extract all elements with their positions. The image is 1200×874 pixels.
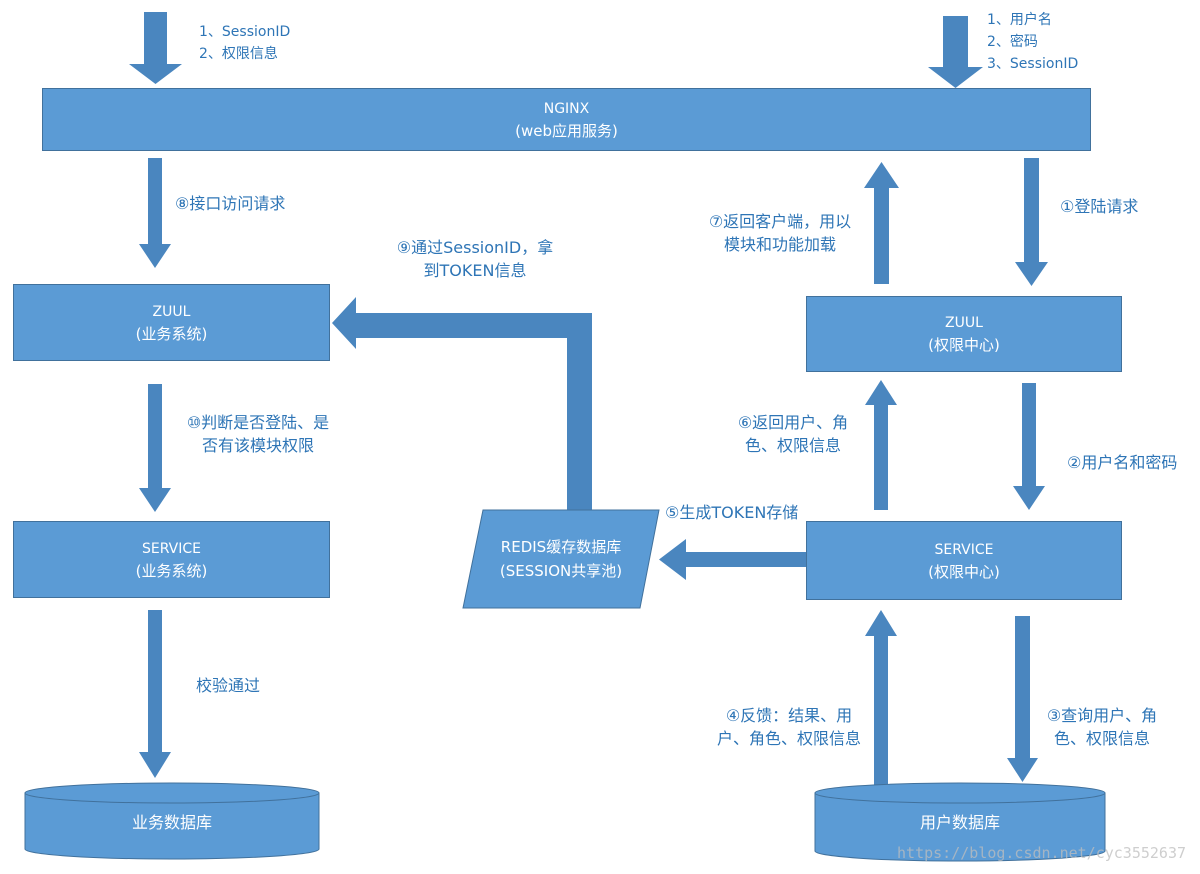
redis-subtitle: (SESSION共享池) [499,562,623,580]
arrow-verify [139,610,171,778]
redis-title: REDIS缓存数据库 [500,538,622,556]
user-db-label: 用户数据库 [919,813,1000,832]
left-input-label: 1、SessionID 2、权限信息 [199,21,290,65]
arrow-step5 [659,539,806,580]
arrow-step9 [332,297,592,510]
service-biz-title: SERVICE [141,540,202,557]
step1-label: ①登陆请求 [1060,197,1139,216]
zuul-auth-node: ZUUL (权限中心) [806,296,1122,372]
right-input-line3: 3、SessionID [987,56,1079,72]
step9-line2: 到TOKEN信息 [423,261,527,280]
service-auth-subtitle: (权限中心) [928,562,1000,581]
arrow-step4 [865,610,897,786]
step10-label: ⑩判断是否登陆、是 否有该模块权限 [168,411,348,457]
step7-label: ⑦返回客户端，用以 模块和功能加载 [697,210,863,256]
step6-label: ⑥返回用户、角 色、权限信息 [726,411,860,457]
zuul-biz-title: ZUUL [152,303,191,320]
step9-line1: ⑨通过SessionID，拿 [396,238,554,257]
step7-line1: ⑦返回客户端，用以 [708,212,852,231]
arrow-step7 [864,162,899,284]
service-biz-node: SERVICE (业务系统) [13,521,330,598]
arrow-step1 [1015,158,1048,286]
arrow-step10 [139,384,171,512]
step9-label: ⑨通过SessionID，拿 到TOKEN信息 [388,236,562,282]
arrow-left-input [129,12,182,84]
redis-node-text: REDIS缓存数据库 (SESSION共享池) [483,535,639,583]
step7-line2: 模块和功能加载 [723,235,836,254]
zuul-biz-node: ZUUL (业务系统) [13,284,330,361]
service-auth-title: SERVICE [934,541,994,558]
step3-label: ③查询用户、角 色、权限信息 [1036,704,1168,750]
redis-shape [462,509,660,609]
nginx-subtitle: (web应用服务) [515,121,618,140]
zuul-auth-subtitle: (权限中心) [928,336,1000,354]
step10-line1: ⑩判断是否登陆、是 [186,413,330,432]
left-input-line2: 2、权限信息 [199,46,278,62]
step3-line2: 色、权限信息 [1053,729,1150,748]
nginx-node: NGINX (web应用服务) [42,88,1091,151]
nginx-title: NGINX [543,100,590,117]
user-db-cylinder [814,782,1106,862]
service-biz-subtitle: (业务系统) [135,561,208,580]
step5-label: ⑤生成TOKEN存储 [665,503,799,522]
service-auth-node: SERVICE (权限中心) [806,521,1122,600]
step2-label: ②用户名和密码 [1067,453,1178,472]
step4-line1: ④反馈：结果、用 [725,706,853,725]
arrow-step3 [1007,616,1038,782]
watermark: https://blog.csdn.net/cyc3552637 [897,844,1186,862]
verify-label: 校验通过 [196,676,261,695]
arrow-step2 [1013,383,1045,510]
biz-db-cylinder [24,782,320,860]
right-input-line2: 2、密码 [987,34,1038,50]
right-input-line1: 1、用户名 [987,12,1052,28]
step10-line2: 否有该模块权限 [201,436,314,455]
step8-label: ⑧接口访问请求 [175,194,286,213]
step6-line2: 色、权限信息 [744,436,841,455]
left-input-line1: 1、SessionID [199,24,291,40]
zuul-auth-title: ZUUL [945,315,983,331]
zuul-biz-subtitle: (业务系统) [135,324,208,343]
step6-line1: ⑥返回用户、角 [737,413,849,432]
step3-line1: ③查询用户、角 [1046,706,1158,725]
right-input-label: 1、用户名 2、密码 3、SessionID [987,9,1078,75]
step4-line2: 户、角色、权限信息 [716,729,861,748]
arrow-right-input [928,16,983,88]
step4-label: ④反馈：结果、用 户、角色、权限信息 [705,704,873,750]
biz-db-label: 业务数据库 [131,813,212,832]
arrow-step6 [865,380,897,510]
arrow-step8 [139,158,171,268]
